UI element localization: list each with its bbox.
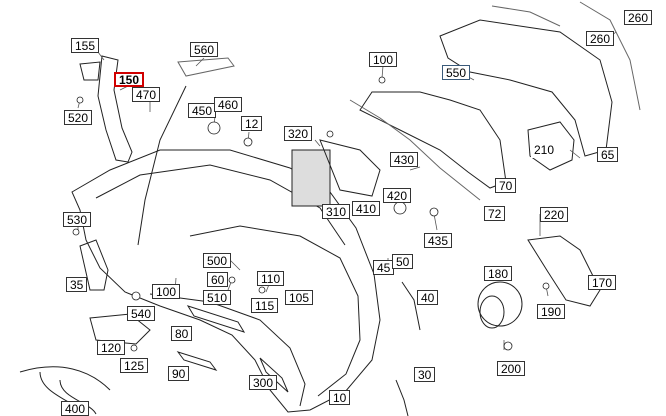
callout-260-top[interactable]: 260 <box>624 10 653 25</box>
callout-520[interactable]: 520 <box>64 110 93 125</box>
callout-450[interactable]: 450 <box>188 103 217 118</box>
callout-115[interactable]: 115 <box>251 298 279 313</box>
callout-150-highlighted[interactable]: 150 <box>114 72 145 87</box>
callout-400[interactable]: 400 <box>61 401 90 416</box>
callout-110[interactable]: 110 <box>257 271 285 286</box>
callout-105[interactable]: 105 <box>285 290 314 305</box>
callout-35[interactable]: 35 <box>66 277 88 292</box>
callout-100-lower[interactable]: 100 <box>152 284 181 299</box>
callout-60[interactable]: 60 <box>207 272 229 287</box>
callout-10[interactable]: 10 <box>329 390 351 405</box>
callout-190[interactable]: 190 <box>537 304 566 319</box>
bumper-cover-part <box>71 149 381 413</box>
callout-180[interactable]: 180 <box>484 266 513 281</box>
callout-560[interactable]: 560 <box>190 42 219 57</box>
callout-420[interactable]: 420 <box>383 188 412 203</box>
callout-120[interactable]: 120 <box>97 340 126 355</box>
callout-470[interactable]: 470 <box>132 87 161 102</box>
callout-80[interactable]: 80 <box>171 326 193 341</box>
callout-220[interactable]: 220 <box>540 207 569 222</box>
callout-540[interactable]: 540 <box>127 306 156 321</box>
callout-12[interactable]: 12 <box>241 116 263 131</box>
callout-550[interactable]: 550 <box>442 65 471 80</box>
callout-500[interactable]: 500 <box>203 253 232 268</box>
callout-300[interactable]: 300 <box>249 375 278 390</box>
callout-155[interactable]: 155 <box>71 38 100 53</box>
callout-90[interactable]: 90 <box>168 366 190 381</box>
callout-65[interactable]: 65 <box>597 147 619 162</box>
callout-435[interactable]: 435 <box>424 233 453 248</box>
callout-200[interactable]: 200 <box>497 361 526 376</box>
callout-40[interactable]: 40 <box>417 290 439 305</box>
callout-100-upper[interactable]: 100 <box>369 52 398 67</box>
callout-430[interactable]: 430 <box>390 152 419 167</box>
callout-460[interactable]: 460 <box>214 97 243 112</box>
callout-70[interactable]: 70 <box>495 178 517 193</box>
callout-260[interactable]: 260 <box>586 31 615 46</box>
callout-310[interactable]: 310 <box>322 204 351 219</box>
rear-valance-part <box>359 91 507 189</box>
callout-530[interactable]: 530 <box>63 212 92 227</box>
callout-72[interactable]: 72 <box>484 206 506 221</box>
callout-320[interactable]: 320 <box>284 126 313 141</box>
callout-410[interactable]: 410 <box>352 201 381 216</box>
callout-170[interactable]: 170 <box>588 275 617 290</box>
callout-210[interactable]: 210 <box>531 143 558 158</box>
callout-30[interactable]: 30 <box>414 367 436 382</box>
callout-125[interactable]: 125 <box>120 358 149 373</box>
callout-50[interactable]: 50 <box>392 254 414 269</box>
callout-510[interactable]: 510 <box>203 290 232 305</box>
